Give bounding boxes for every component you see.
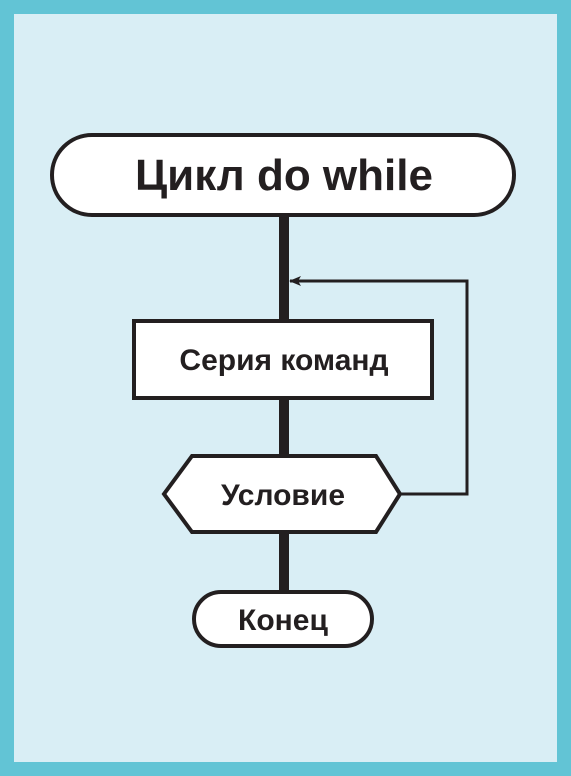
start-terminator: Цикл do while [50, 133, 516, 217]
end-label: Конец [238, 604, 328, 637]
end-terminator: Конец [192, 590, 374, 648]
process-box: Серия команд [132, 319, 434, 400]
condition-label: Условие [221, 479, 345, 512]
loop-back-arrow [289, 276, 469, 496]
condition-hexagon: Условие [161, 454, 403, 534]
process-label: Серия команд [179, 344, 388, 377]
diagram-title: Цикл do while [135, 151, 433, 200]
